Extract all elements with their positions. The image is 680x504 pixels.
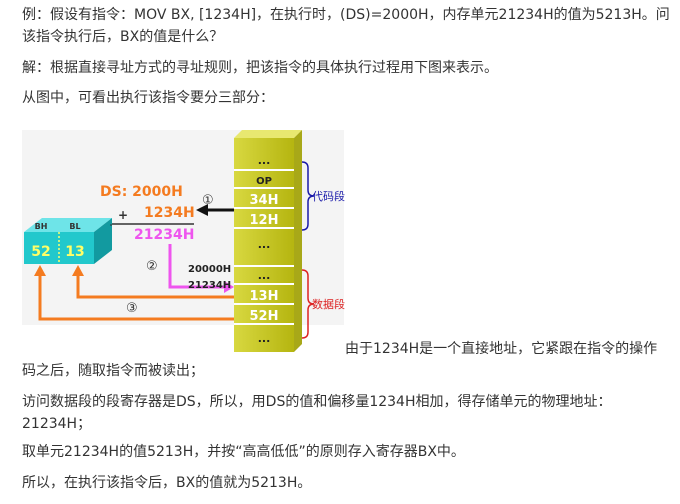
step-3-paragraph: 取单元21234H的值5213H，并按“高高低低”的原则存入寄存器BX中。: [22, 444, 465, 460]
bh-value: 52: [31, 244, 50, 260]
memory-cell: 34H: [250, 193, 279, 208]
bl-value: 13: [65, 244, 84, 260]
step-1-marker: ①: [202, 193, 214, 208]
physical-address-sum: 21234H: [134, 227, 194, 243]
bl-label: BL: [69, 222, 80, 231]
memory-cell: ...: [258, 332, 271, 345]
step-3-arrow-high: [38, 273, 234, 321]
memory-cell: ...: [258, 154, 271, 167]
ds-value-label: DS: 2000H: [100, 184, 183, 200]
memory-column: ... OP 34H 12H ... ... 13H 52H ...: [234, 130, 302, 352]
step-3-marker: ③: [126, 301, 138, 316]
plus-sign: +: [118, 208, 128, 222]
conclusion-paragraph: 所以，在执行该指令后，BX的值就为5213H。: [22, 475, 312, 491]
code-segment-brace: [301, 161, 315, 231]
solution-paragraph: 解：根据直接寻址方式的寻址规则，把该指令的具体执行过程用下图来表示。: [22, 60, 498, 76]
register-bx: BH BL 52 13: [24, 218, 112, 264]
question-paragraph: 例：假设有指令：MOV BX, [1234H]，在执行时，(DS)=2000H，…: [22, 7, 670, 45]
step-1-paragraph: 由于1234H是一个直接地址，它紧跟在指令的操作码之后，随取指令而被读出；: [22, 338, 670, 382]
memory-cell: ...: [258, 238, 271, 251]
offset-value: 1234H: [144, 205, 195, 221]
memory-cell: 12H: [250, 213, 279, 228]
step-2-paragraph: 访问数据段的段寄存器是DS，所以，用DS的值和偏移量1234H相加，得存储单元的…: [22, 394, 612, 432]
address-21234: 21234H: [188, 280, 231, 291]
memory-cell: ...: [258, 269, 271, 282]
memory-cell: 13H: [250, 289, 279, 304]
memory-cell: 52H: [250, 309, 279, 324]
code-segment-label: 代码段: [312, 189, 345, 203]
address-20000: 20000H: [188, 264, 231, 275]
step-2-marker: ②: [146, 259, 158, 274]
direct-addressing-diagram: ... OP 34H 12H ... ... 13H 52H ... 代码段 数…: [22, 126, 352, 356]
bh-label: BH: [35, 222, 48, 231]
data-segment-label: 数据段: [312, 297, 345, 311]
steps-intro-paragraph: 从图中，可看出执行该指令要分三部分：: [22, 90, 274, 106]
data-segment-brace: [301, 269, 315, 339]
step-1-text: 由于1234H是一个直接地址，它紧跟在指令的操作码之后，随取指令而被读出；: [22, 341, 658, 379]
memory-cell-opcode: OP: [256, 176, 272, 187]
step-2-arrow: [168, 244, 227, 289]
step-3-arrow-low: [76, 273, 234, 299]
